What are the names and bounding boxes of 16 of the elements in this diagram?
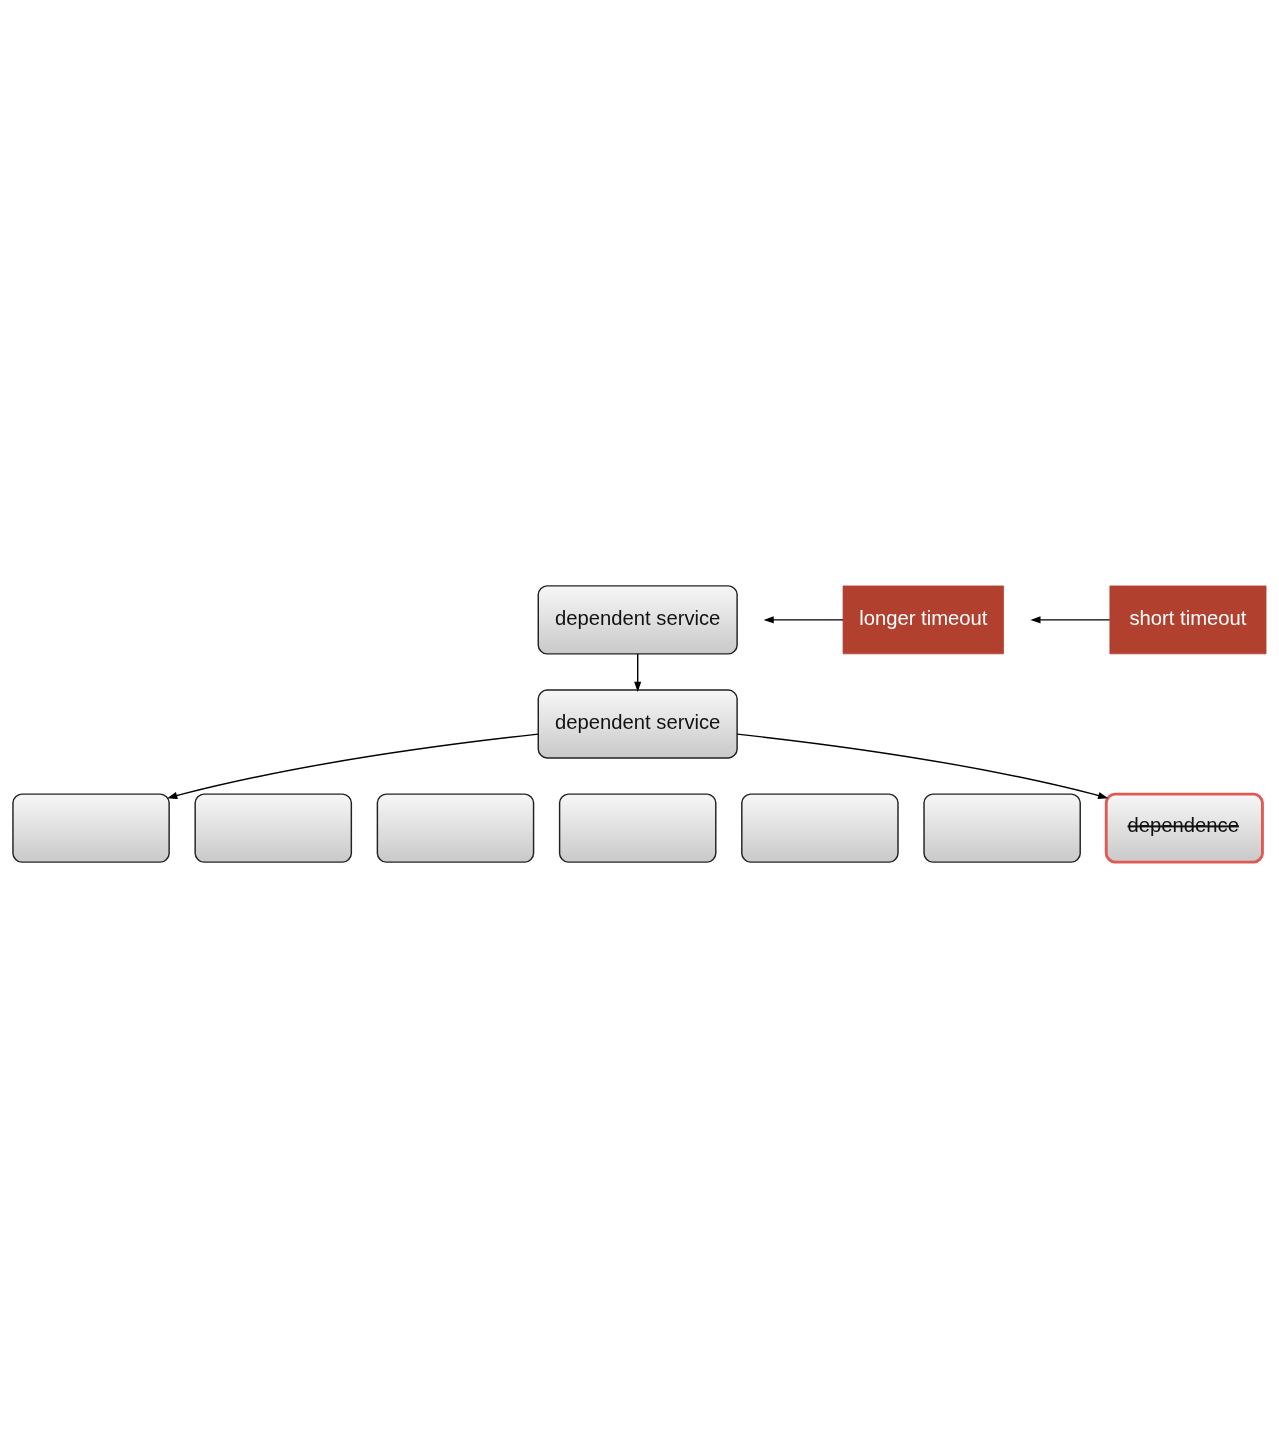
node-box: [558, 792, 717, 863]
node-box: short timeout: [1109, 585, 1267, 654]
node-box: dependence: [1104, 792, 1264, 864]
arrow: [634, 652, 642, 692]
node-box: longer timeout: [842, 585, 1004, 654]
node-box: [923, 792, 1081, 863]
node-box: [12, 792, 170, 863]
node-box: [741, 792, 899, 863]
node-box: [376, 792, 535, 863]
node-box: dependent service: [537, 688, 738, 759]
arrow: [1030, 615, 1111, 623]
arrow: [167, 732, 539, 799]
node-box: dependent service: [537, 584, 738, 655]
arrow: [736, 732, 1109, 799]
node-box: [194, 792, 353, 863]
arrow: [763, 615, 844, 623]
